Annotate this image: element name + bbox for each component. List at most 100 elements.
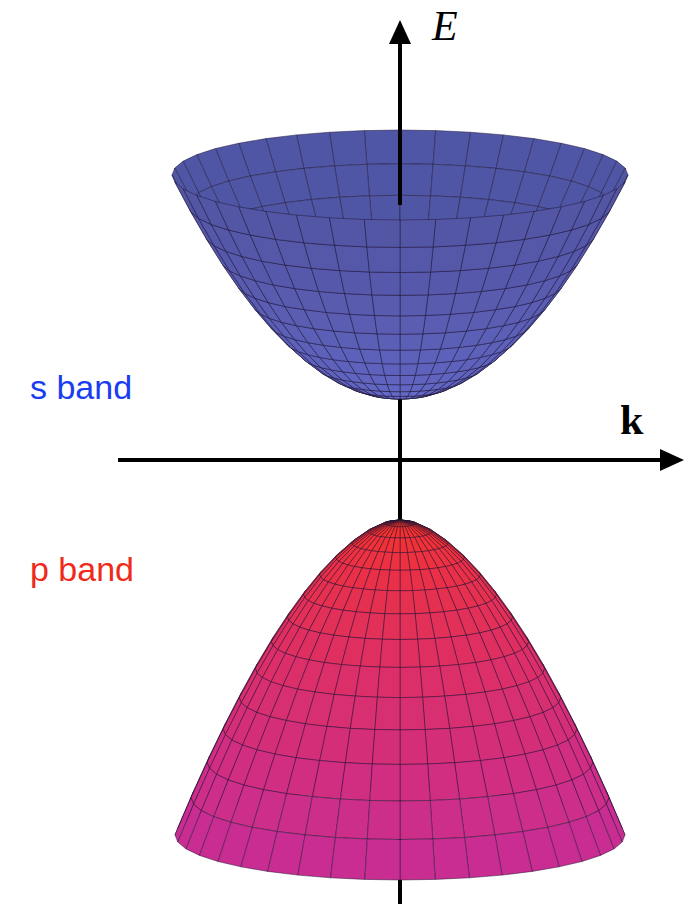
surface-patch [367,247,400,273]
surface-patch [335,799,369,839]
surface-patch [367,801,400,840]
surface-patch [400,247,433,273]
surface-patch [465,835,503,878]
surface-patch [400,219,436,247]
surface-patch [455,761,488,800]
surface-patch [400,527,405,538]
surface-patch [360,349,383,364]
surface-patch [400,392,410,397]
surface-patch [304,243,340,271]
surface-patch [400,316,426,335]
surface-patch [400,520,409,526]
surface-patch [400,639,420,667]
surface-patch [330,131,367,166]
band-label: s band [30,368,132,407]
surface-patch [395,527,400,538]
surface-patch [400,350,420,364]
surface-patch [400,839,435,880]
surface-patch [400,520,405,527]
surface-patch [377,334,400,350]
surface-patch [400,295,428,316]
surface-patch [375,316,401,335]
surface-patch [355,666,380,697]
surface-patch [400,272,431,295]
surface-patch [398,520,401,527]
surface-patch [420,666,445,697]
surface-patch [425,728,455,764]
surface-patch [370,590,387,614]
surface-patch [460,797,495,838]
surface-patch [365,613,385,639]
surface-patch [400,334,423,350]
surface-patch [400,520,413,526]
surface-patch [390,553,400,571]
surface-patch [320,726,351,762]
surface-patch [369,272,400,295]
surface-patch [430,799,464,839]
surface-patch [340,763,372,801]
surface-patch [433,131,470,166]
surface-patch [415,613,435,639]
surface-patch [413,590,430,614]
surface-patch [428,271,460,295]
surface-patch [450,726,481,762]
surface-patch [372,295,400,316]
surface-patch [400,667,423,698]
surface-patch [460,243,496,271]
surface-patch [400,520,407,527]
surface-patch [335,245,370,272]
axis-label: k [620,396,643,444]
surface-patch [400,538,408,553]
axes [118,30,684,904]
surface-patch [400,591,415,614]
surface-patch [431,245,466,272]
surface-patch [400,364,418,376]
surface-patch [370,764,400,801]
surface-patch [345,728,375,764]
surface-patch [433,838,470,880]
surface-patch [400,375,415,385]
surface-patch [433,218,470,247]
surface-patch [400,520,411,526]
surface-patch [400,730,428,765]
surface-patch [428,763,460,801]
surface-patch [380,639,400,667]
energy-axis [389,20,411,205]
surface-patch [400,164,433,196]
surface-patch [385,591,400,614]
surface-patch [391,520,400,526]
surface-patch [400,801,433,840]
surface-patch [387,520,400,526]
surface-patch [365,839,400,880]
surface-patch [375,697,400,730]
surface-patch [312,761,345,800]
surface-patch [335,164,370,197]
surface-patch [420,333,445,350]
surface-patch [393,520,400,527]
surface-patch [372,730,400,765]
surface-patch [345,294,375,316]
surface-patch [400,570,413,591]
surface-patch [385,375,400,385]
surface-patch [400,553,410,571]
axis-label: E [432,2,458,50]
surface-patch [393,538,401,553]
surface-patch [360,638,382,667]
p-band-surface [175,520,625,880]
surface-patch [389,520,400,526]
surface-patch [387,385,400,392]
surface-patch [365,363,385,375]
surface-patch [423,314,450,334]
surface-patch [395,520,400,527]
surface-patch [387,570,400,591]
surface-patch [305,797,340,838]
surface-patch [340,271,372,295]
surface-patch [380,350,400,364]
surface-patch [400,614,418,640]
surface-patch [426,294,456,316]
surface-patch [355,333,380,350]
surface-patch [330,218,367,247]
surface-patch [418,349,441,364]
band-label: p band [30,550,134,589]
